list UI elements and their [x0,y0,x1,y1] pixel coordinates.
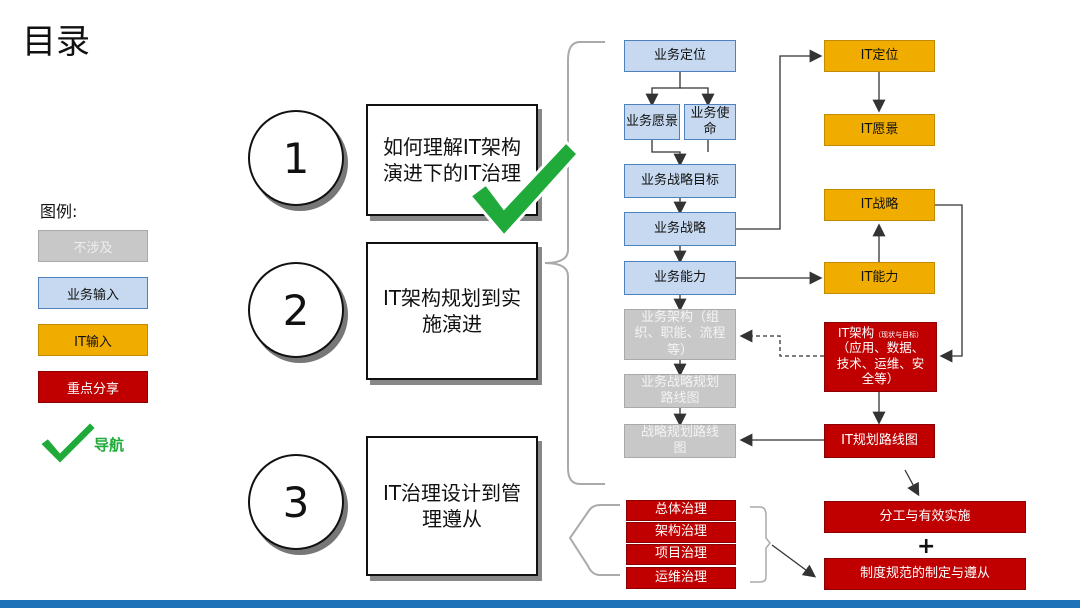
it-architecture-detail: （应用、数据、技术、运维、安全等） [836,340,925,386]
section-3-title[interactable]: IT治理设计到管理遵从 [366,436,538,576]
legend-it-input: IT输入 [38,324,148,356]
business-strategy-roadmap: 业务战略规划路线图 [624,374,736,408]
business-capability: 业务能力 [624,261,736,295]
page-title: 目录 [22,22,90,62]
legend-not-involved: 不涉及 [38,230,148,262]
legend-business-input: 业务输入 [38,277,148,309]
section-1-number: 1 [248,110,344,206]
nav-checkmark-icon [466,139,582,240]
legend-checkmark-icon [38,420,100,468]
section-3-number: 3 [248,454,344,550]
business-strategic-goals: 业务战略目标 [624,164,736,198]
section-2-number: 2 [248,262,344,358]
legend-key-share: 重点分享 [38,371,148,403]
it-architecture-note: （现状与目标） [874,331,924,339]
governance-architecture: 架构治理 [626,522,736,543]
legend-title: 图例: [40,202,78,221]
bottom-bar [0,600,1080,608]
governance-overall: 总体治理 [626,500,736,521]
business-mission: 业务使命 [684,104,736,140]
plus-sign: + [917,534,936,559]
legend-nav-label: 导航 [94,436,125,454]
business-vision: 业务愿景 [624,104,680,140]
business-strategy: 业务战略 [624,212,736,246]
it-strategy: IT战略 [824,189,935,221]
division-implementation: 分工与有效实施 [824,501,1026,533]
governance-project: 项目治理 [626,544,736,565]
it-architecture-box: IT架构（现状与目标） （应用、数据、技术、运维、安全等） [824,322,937,392]
strategy-planning-roadmap: 战略规划路线图 [624,424,736,458]
business-architecture: 业务架构（组织、职能、流程等） [624,309,736,360]
it-vision: IT愿景 [824,114,935,146]
it-architecture-title: IT架构 [837,325,875,340]
section-2-title[interactable]: IT架构规划到实施演进 [366,242,538,380]
policy-compliance: 制度规范的制定与遵从 [824,558,1026,590]
section-1-title[interactable]: 如何理解IT架构演进下的IT治理 [366,104,538,216]
it-capability: IT能力 [824,262,935,294]
governance-operations: 运维治理 [626,567,736,589]
it-positioning: IT定位 [824,40,935,72]
business-positioning: 业务定位 [624,40,736,72]
it-roadmap: IT规划路线图 [824,424,935,458]
